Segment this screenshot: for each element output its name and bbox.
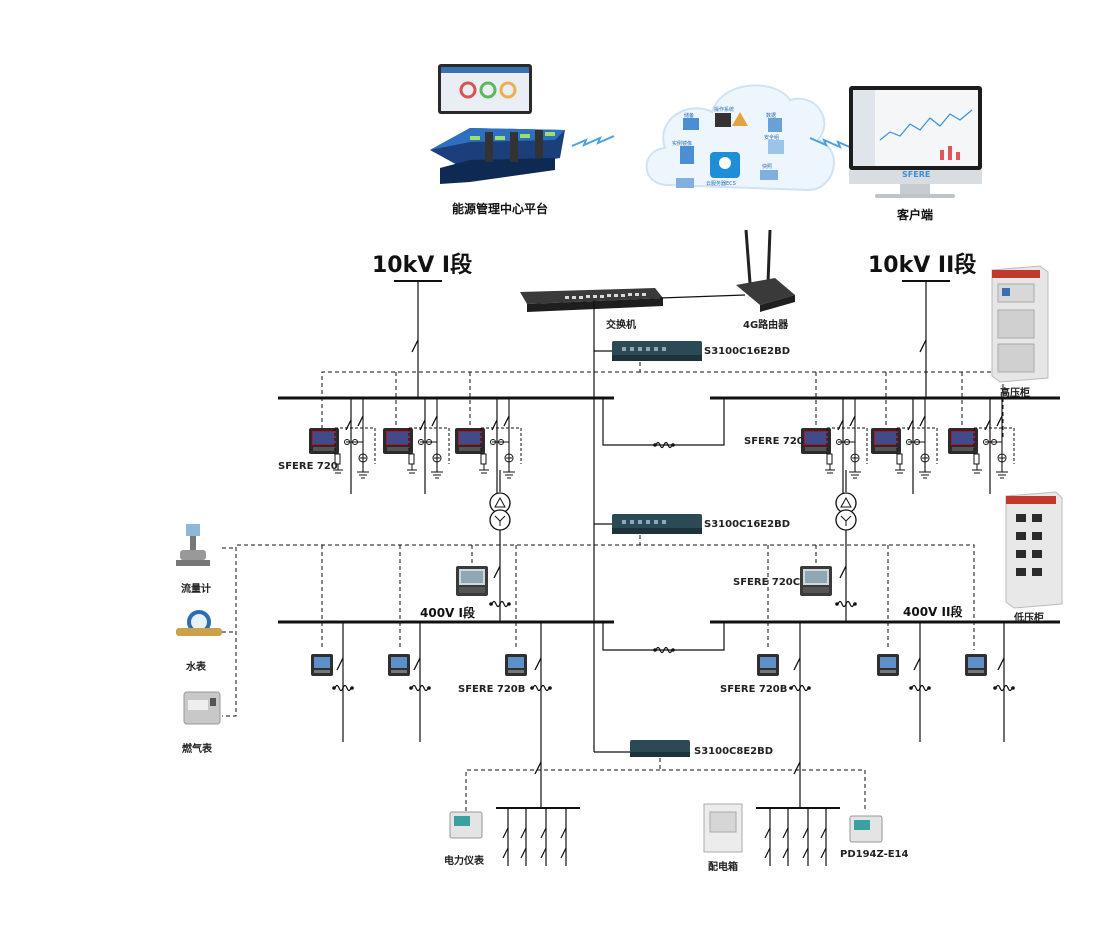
transformer-2 (835, 470, 857, 622)
lv-meter-4 (757, 654, 779, 676)
power-meter-image (449, 811, 483, 839)
gateway-bottom-label: S3100C8E2BD (694, 746, 774, 757)
pd194-image (849, 815, 883, 843)
flowmeter-image (176, 524, 210, 566)
router-label: 4G路由器 (743, 320, 789, 331)
gateway-top (612, 341, 702, 361)
gasmeter-label: 燃气表 (182, 744, 212, 755)
cloud-item-6: 快照 (762, 164, 773, 170)
bus-label-10kv-2: 10kV II段 (868, 253, 977, 278)
cloud-item-5: 安全组 (764, 135, 780, 141)
sfere720c-label: SFERE 720C (733, 577, 801, 588)
pd194-label: PD194Z-E14 (840, 849, 909, 860)
bus-label-10kv-1: 10kV I段 (372, 253, 473, 278)
bus-label-400v-2: 400V II段 (903, 605, 963, 619)
transformer-1 (489, 470, 511, 622)
distribution-box-image (703, 803, 743, 853)
lv-meter-5 (877, 654, 899, 676)
sfere720b-right-label: SFERE 720B (720, 684, 788, 695)
water-meter-image (176, 610, 222, 636)
cloud-item-7: 云服务器ECS (706, 181, 736, 187)
gateway-top-label: S3100C16E2BD (704, 346, 791, 357)
gateway-mid (612, 514, 702, 534)
sfere720b-left-label: SFERE 720B (458, 684, 526, 695)
cloud-icon (645, 84, 835, 192)
cloud-item-3: 数据 (766, 113, 777, 119)
hv-cabinet-image (991, 265, 1049, 383)
lv-meter-3 (505, 654, 527, 676)
lv-main-meter-1 (456, 566, 488, 596)
cloud-item-1: 储备 (684, 113, 695, 119)
watermeter-label: 水表 (186, 662, 206, 673)
client-brand: SFERE (902, 170, 931, 179)
gas-meter-image (183, 691, 221, 725)
wireless-link-left-icon (571, 135, 615, 147)
bus-label-400v-1: 400V I段 (420, 606, 475, 620)
lv-cabinet-label: 低压柜 (1014, 613, 1044, 624)
lv-cabinet-image (1005, 491, 1063, 609)
switch-image (520, 288, 663, 312)
gateway-bottom (630, 740, 690, 757)
lv-meter-2 (388, 654, 410, 676)
lv-main-meter-2 (800, 566, 832, 596)
cloud-item-2: 操作系统 (714, 107, 735, 113)
control-center-image (430, 64, 565, 184)
4g-router-image (736, 229, 795, 312)
flowmeter-label: 流量计 (181, 584, 211, 595)
power-meter-label: 电力仪表 (444, 856, 484, 867)
client-monitor-image (849, 86, 982, 198)
platform-label: 能源管理中心平台 (452, 202, 549, 216)
cloud-item-4: 实例镜像 (672, 141, 693, 147)
sfere720-right-label: SFERE 720 (744, 436, 804, 447)
client-label: 客户端 (897, 208, 934, 222)
lv-meter-6 (965, 654, 987, 676)
hv-cabinet-label: 高压柜 (1000, 388, 1030, 399)
sfere720-left-label: SFERE 720 (278, 461, 338, 472)
lv-meter-1 (311, 654, 333, 676)
gateway-mid-label: S3100C16E2BD (704, 519, 791, 530)
distribution-box-label: 配电箱 (708, 862, 738, 873)
switch-label: 交换机 (606, 320, 636, 331)
